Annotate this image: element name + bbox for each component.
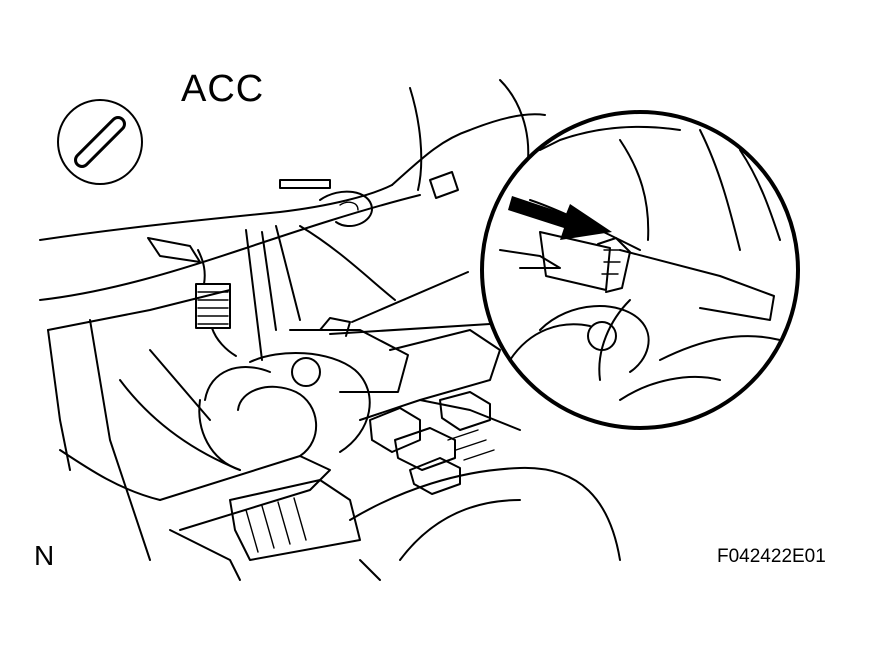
ignition-key-symbol bbox=[57, 99, 143, 185]
connector-bracket bbox=[369, 391, 495, 495]
figure-code: F042422E01 bbox=[717, 546, 826, 567]
lower-column-cover bbox=[159, 455, 621, 581]
return-spring bbox=[195, 249, 237, 357]
steering-column-background bbox=[39, 79, 546, 561]
acc-position-label: ACC bbox=[181, 68, 265, 110]
lock-cylinder-assembly bbox=[198, 317, 521, 471]
detail-inset bbox=[480, 110, 800, 430]
push-direction-arrow bbox=[508, 196, 612, 240]
callout-leaders bbox=[329, 271, 491, 335]
orientation-mark: N bbox=[34, 540, 55, 571]
